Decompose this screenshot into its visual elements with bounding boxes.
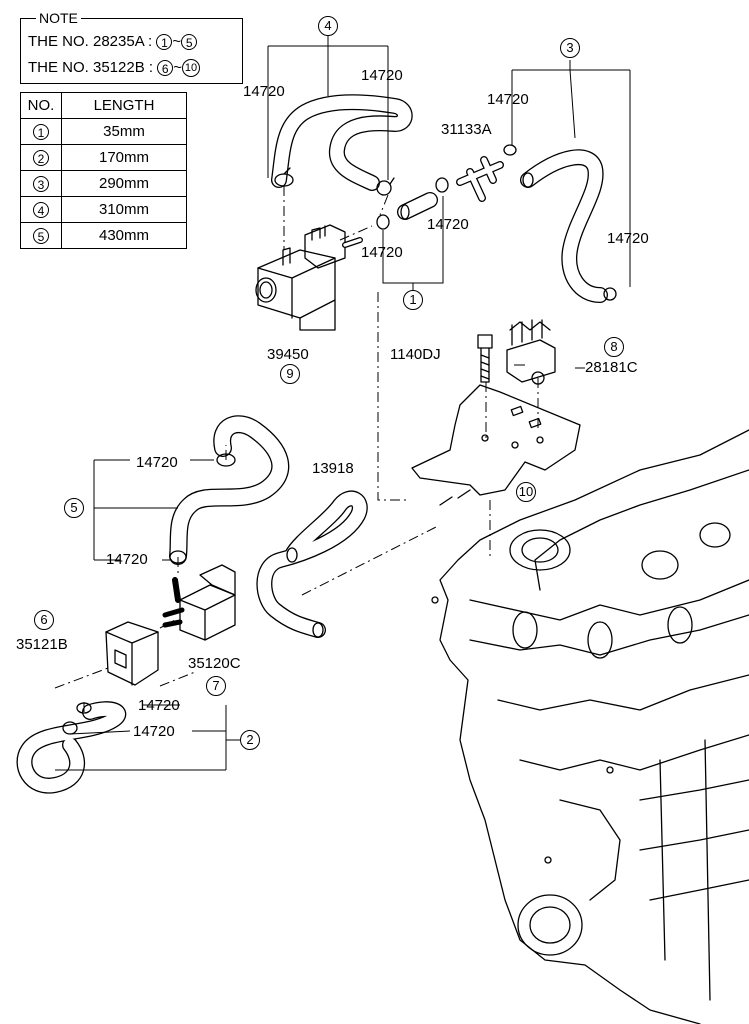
row-number: 1 xyxy=(33,124,49,141)
part-label-14720: 14720 xyxy=(138,697,180,714)
row-number: 5 xyxy=(33,228,49,245)
part-label-35121B: 35121B xyxy=(16,636,68,653)
callout-1: 1 xyxy=(403,290,423,310)
part-label-1140DJ: 1140DJ xyxy=(390,346,441,363)
row-number: 3 xyxy=(33,176,49,193)
row-number: 2 xyxy=(33,150,49,167)
note-line-2-sep: ~ xyxy=(173,59,182,76)
part-label-14720: 14720 xyxy=(361,67,403,84)
row-length: 310mm xyxy=(61,196,187,223)
solenoid-valve-35120C xyxy=(162,564,236,641)
part-label-14720: 14720 xyxy=(487,91,529,108)
row-number: 4 xyxy=(33,202,49,219)
part-label-14720: 14720 xyxy=(133,723,175,740)
hose-430mm xyxy=(169,415,290,565)
clip-28181C xyxy=(506,319,556,385)
mounting-plate xyxy=(411,384,581,506)
dashed-leader xyxy=(54,186,539,712)
row-length: 170mm xyxy=(61,144,187,171)
note-title: NOTE xyxy=(36,10,81,26)
clamp-icon xyxy=(603,287,617,301)
part-label-14720: 14720 xyxy=(106,551,148,568)
part-label-14720: 14720 xyxy=(243,83,285,100)
note-line-2-prefix: THE NO. 35122B : xyxy=(28,59,154,76)
bolt-1140DJ xyxy=(477,334,493,383)
length-table: NO. LENGTH 1 35mm 2 170mm 3 290mm 4 310m… xyxy=(20,92,187,249)
table-row: 5 430mm xyxy=(20,222,187,249)
length-table-header-no: NO. xyxy=(20,92,62,119)
callout-5: 5 xyxy=(64,498,84,518)
table-row: 3 290mm xyxy=(20,170,187,197)
row-length: 430mm xyxy=(61,222,187,249)
clamp-icon xyxy=(376,214,390,230)
part-label-14720: 14720 xyxy=(427,216,469,233)
purge-valve-39450 xyxy=(255,224,363,331)
note-line-2-to: 10 xyxy=(182,59,200,78)
clamp-icon xyxy=(503,144,517,156)
part-label-35120C: 35120C xyxy=(188,655,241,672)
bracket-35121B xyxy=(105,621,159,686)
callout-2: 2 xyxy=(240,730,260,750)
part-label-14720: 14720 xyxy=(607,230,649,247)
hose-13918 xyxy=(256,490,368,638)
callout-10: 10 xyxy=(516,482,536,502)
note-line-2-from: 6 xyxy=(157,60,174,77)
note-line-2: THE NO. 35122B : 6~10 xyxy=(28,59,200,78)
table-row: 1 35mm xyxy=(20,118,187,145)
engine-block xyxy=(431,429,749,1024)
row-length: 35mm xyxy=(61,118,187,145)
note-box xyxy=(20,18,243,84)
callout-7: 7 xyxy=(206,676,226,696)
clamp-icon xyxy=(376,177,395,196)
hose-35mm xyxy=(397,192,438,220)
length-table-header: NO. LENGTH xyxy=(20,92,187,119)
leader-line xyxy=(55,36,631,771)
table-row: 4 310mm xyxy=(20,196,187,223)
part-label-28181C: 28181C xyxy=(585,359,638,376)
hose-310mm xyxy=(271,94,413,191)
callout-9: 9 xyxy=(280,364,300,384)
note-line-1-sep: ~ xyxy=(172,33,182,50)
table-row: 2 170mm xyxy=(20,144,187,171)
length-table-header-length: LENGTH xyxy=(61,92,187,119)
part-label-39450: 39450 xyxy=(267,346,309,363)
clamp-icon xyxy=(435,177,449,193)
part-label-31133A: 31133A xyxy=(441,121,492,138)
note-line-1: THE NO. 28235A : 1~5 xyxy=(28,33,198,51)
callout-6: 6 xyxy=(34,610,54,630)
note-line-1-from: 1 xyxy=(156,34,173,51)
part-label-13918: 13918 xyxy=(312,460,354,477)
row-length: 290mm xyxy=(61,170,187,197)
part-label-14720: 14720 xyxy=(136,454,178,471)
callout-8: 8 xyxy=(604,337,624,357)
hose-290mm xyxy=(520,149,608,303)
tee-fitting xyxy=(456,156,504,202)
callout-4: 4 xyxy=(318,16,338,36)
callout-3: 3 xyxy=(560,38,580,58)
note-line-1-prefix: THE NO. 28235A : xyxy=(28,33,153,50)
part-label-14720: 14720 xyxy=(361,244,403,261)
hose-170mm xyxy=(16,701,127,794)
note-line-1-to: 5 xyxy=(181,34,198,51)
